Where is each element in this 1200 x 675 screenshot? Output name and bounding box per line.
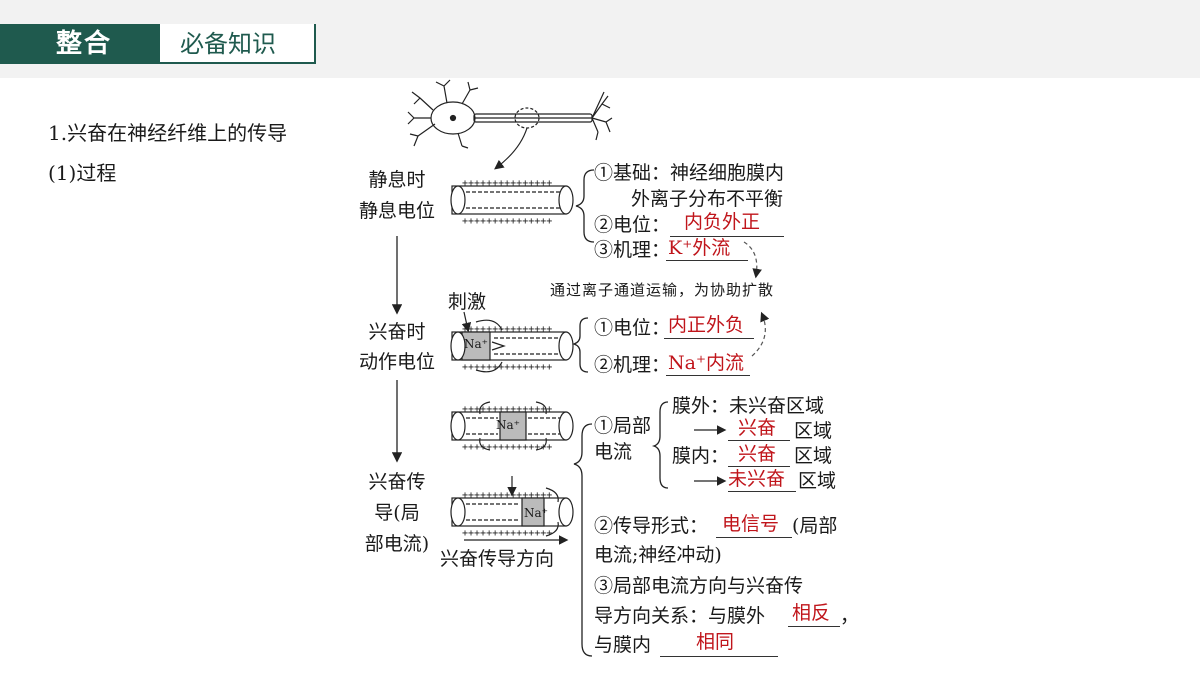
fiber-conduction-b: [450, 476, 574, 545]
brace-excited: [571, 317, 589, 373]
tab-title: 整合: [56, 29, 113, 59]
form-line2: 电流;神经冲动): [594, 544, 722, 566]
ion-label-3: Na⁺: [524, 506, 548, 520]
svg-text:+++++++++++++++: +++++++++++++++: [462, 362, 552, 373]
relation-answer-inside: 相同: [696, 631, 735, 653]
relation-answer-outside: 相反: [792, 602, 831, 624]
brace-resting: [575, 169, 595, 243]
excited-stage-line2: 动作电位: [358, 351, 435, 373]
ion-label-1: Na⁺: [464, 337, 488, 351]
outside-region-word: 区域: [794, 420, 833, 442]
svg-text:+++++++++++++++: +++++++++++++++: [462, 528, 552, 539]
fiber-conduction-a: [450, 401, 574, 451]
resting-potential-label: ②电位：: [594, 214, 671, 236]
brace-local-current: [651, 401, 669, 489]
excited-stage-line1: 兴奋时: [368, 321, 426, 343]
stimulus-label: 刺激: [448, 291, 487, 313]
section-heading: 1.兴奋在神经纤维上的传导: [48, 121, 288, 145]
excited-mechanism-answer: Na⁺内流: [668, 352, 744, 374]
resting-mechanism-answer: K⁺外流: [668, 237, 731, 259]
excited-potential-answer: 内正外负: [668, 314, 745, 336]
svg-text:+++++++++++++++: +++++++++++++++: [462, 216, 552, 227]
section-subheading: (1)过程: [48, 161, 117, 185]
form-label: ②传导形式：: [594, 515, 709, 537]
conduction-stage-line2: 导(局: [374, 502, 420, 524]
resting-mechanism-label: ③机理：: [594, 239, 671, 261]
relation-line2-prefix: 导方向关系：与膜外: [594, 605, 766, 627]
tab-subtitle: 必备知识: [180, 30, 276, 58]
ion-label-2: Na⁺: [496, 418, 520, 432]
local-current-line1: ①局部: [594, 415, 652, 437]
inside-region-word-2: 区域: [798, 470, 837, 492]
resting-stage-line2: 静息电位: [358, 200, 435, 222]
svg-text:+++++++++++++++: +++++++++++++++: [462, 324, 552, 335]
fiber-excited: [450, 311, 574, 373]
subtitle-tab: [160, 24, 316, 64]
svg-text:+++++++++++++++: +++++++++++++++: [462, 442, 552, 453]
excited-potential-label: ①电位：: [594, 317, 671, 339]
inside-answer-2: 未兴奋: [728, 468, 786, 490]
outside-answer: 兴奋: [738, 417, 777, 439]
neuron-icon: [407, 79, 613, 170]
form-suffix: (局部: [792, 515, 838, 537]
resting-basis-line2: 外离子分布不平衡: [631, 188, 784, 210]
resting-basis-line1: ①基础：神经细胞膜内: [594, 162, 785, 184]
svg-text:+++++++++++++++: +++++++++++++++: [462, 178, 552, 189]
resting-potential-answer: 内负外正: [684, 211, 761, 233]
local-current-line2: 电流: [594, 441, 633, 463]
svg-text:+++++++++++++++: +++++++++++++++: [462, 404, 552, 415]
excited-mechanism-label: ②机理：: [594, 354, 671, 376]
brace-conduction: [573, 423, 593, 657]
relation-comma: ，: [840, 605, 860, 627]
inside-answer-1: 兴奋: [738, 443, 777, 465]
svg-text:+++++++++++++++: +++++++++++++++: [462, 490, 552, 501]
inside-region-word-1: 区域: [794, 445, 833, 467]
conduction-stage-line1: 兴奋传: [368, 471, 426, 493]
fiber-resting: [450, 185, 574, 215]
relation-line1: ③局部电流方向与兴奋传: [594, 575, 804, 597]
inside-label: 膜内：: [672, 445, 730, 467]
title-tab: [0, 24, 160, 64]
outside-label: 膜外：未兴奋区域: [672, 395, 825, 417]
transport-note: 通过离子通道运输，为协助扩散: [550, 281, 775, 299]
relation-line3-prefix: 与膜内: [594, 634, 652, 656]
conduction-stage-line3: 部电流): [364, 533, 430, 555]
form-answer: 电信号: [722, 513, 780, 535]
resting-stage-line1: 静息时: [368, 169, 426, 191]
direction-caption: 兴奋传导方向: [440, 548, 555, 570]
